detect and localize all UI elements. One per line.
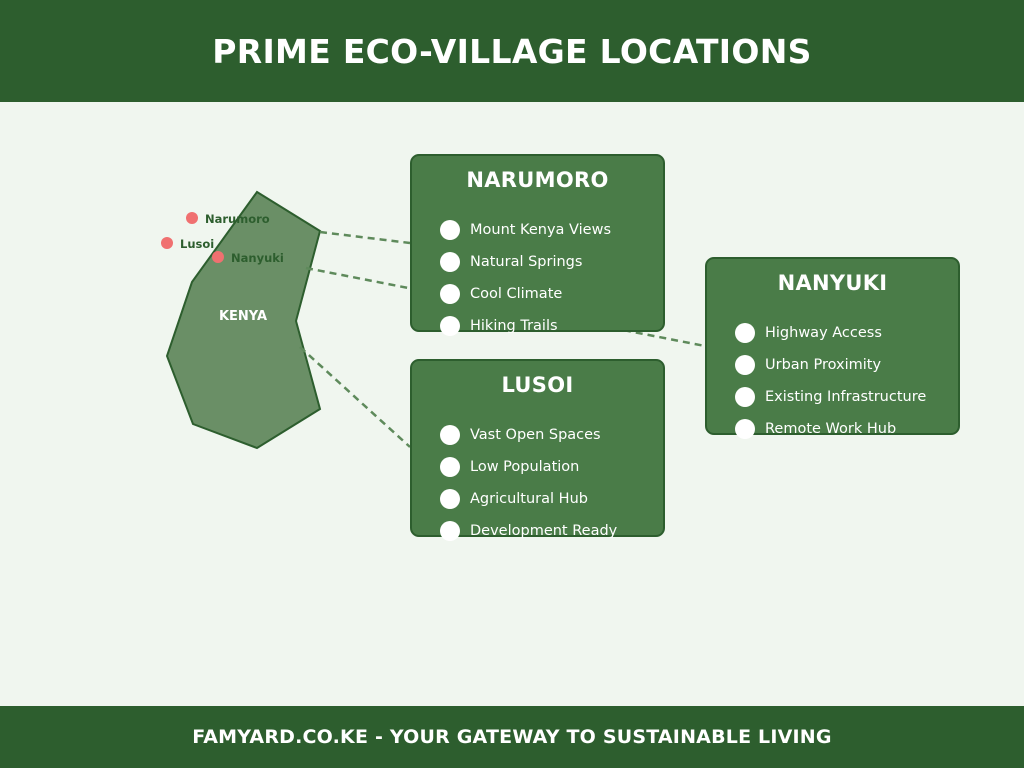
connector-line-nanyuki [305,266,706,348]
feature-label: Highway Access [765,325,882,341]
feature-label: Agricultural Hub [470,491,588,507]
feature-item: Existing Infrastructure [735,381,958,413]
feature-label: Vast Open Spaces [470,427,601,443]
feature-item: Agricultural Hub [440,483,663,515]
marker-label: Lusoi [180,237,214,251]
connector-line-lusoi [299,346,411,448]
feature-list: Mount Kenya Views Natural Springs Cool C… [412,214,663,342]
bullet-dot-icon [735,323,755,343]
location-card-nanyuki: NANYUKI Highway Access Urban Proximity E… [705,257,960,439]
bullet-dot-icon [735,387,755,407]
region-label: KENYA [219,309,267,324]
marker-dot [186,212,198,224]
page-footer: FAMYARD.CO.KE - YOUR GATEWAY TO SUSTAINA… [0,706,1024,768]
feature-label: Urban Proximity [765,357,882,373]
feature-item: Development Ready [440,515,663,547]
card-title: NARUMORO [466,168,609,192]
feature-item: Highway Access [735,317,958,349]
feature-item: Cool Climate [440,278,663,310]
marker-dot [212,251,224,263]
kenya-region-shape [165,190,322,450]
feature-label: Low Population [470,459,580,475]
bullet-dot-icon [735,419,755,439]
bullet-dot-icon [440,316,460,336]
feature-label: Mount Kenya Views [470,222,611,238]
marker-nanyuki[interactable]: Nanyuki [212,251,284,265]
bullet-dot-icon [440,252,460,272]
card-title: NANYUKI [777,271,888,295]
bullet-dot-icon [440,457,460,477]
bullet-dot-icon [440,220,460,240]
feature-item: Urban Proximity [735,349,958,381]
feature-item: Remote Work Hub [735,413,958,445]
feature-item: Low Population [440,451,663,483]
feature-label: Natural Springs [470,254,583,270]
feature-label: Development Ready [470,523,618,539]
card-title: LUSOI [501,373,574,397]
bullet-dot-icon [440,521,460,541]
bullet-dot-icon [440,284,460,304]
marker-lusoi[interactable]: Lusoi [161,237,214,251]
feature-item: Hiking Trails [440,310,663,342]
feature-item: Natural Springs [440,246,663,278]
marker-label: Narumoro [205,212,270,226]
page-title: PRIME ECO-VILLAGE LOCATIONS [212,31,812,71]
feature-label: Remote Work Hub [765,421,897,437]
marker-narumoro[interactable]: Narumoro [186,212,270,226]
location-card-narumoro: NARUMORO Mount Kenya Views Natural Sprin… [410,154,665,336]
page-header: PRIME ECO-VILLAGE LOCATIONS [0,0,1024,102]
feature-item: Mount Kenya Views [440,214,663,246]
location-card-lusoi: LUSOI Vast Open Spaces Low Population Ag… [410,359,665,541]
feature-label: Hiking Trails [470,318,558,334]
bullet-dot-icon [735,355,755,375]
feature-label: Existing Infrastructure [765,389,927,405]
footer-text: FAMYARD.CO.KE - YOUR GATEWAY TO SUSTAINA… [192,726,832,748]
bullet-dot-icon [440,489,460,509]
bullet-dot-icon [440,425,460,445]
feature-list: Highway Access Urban Proximity Existing … [707,317,958,445]
connector-line-narumoro [319,230,411,245]
feature-label: Cool Climate [470,286,563,302]
marker-label: Nanyuki [231,251,284,265]
marker-dot [161,237,173,249]
feature-list: Vast Open Spaces Low Population Agricult… [412,419,663,547]
feature-item: Vast Open Spaces [440,419,663,451]
